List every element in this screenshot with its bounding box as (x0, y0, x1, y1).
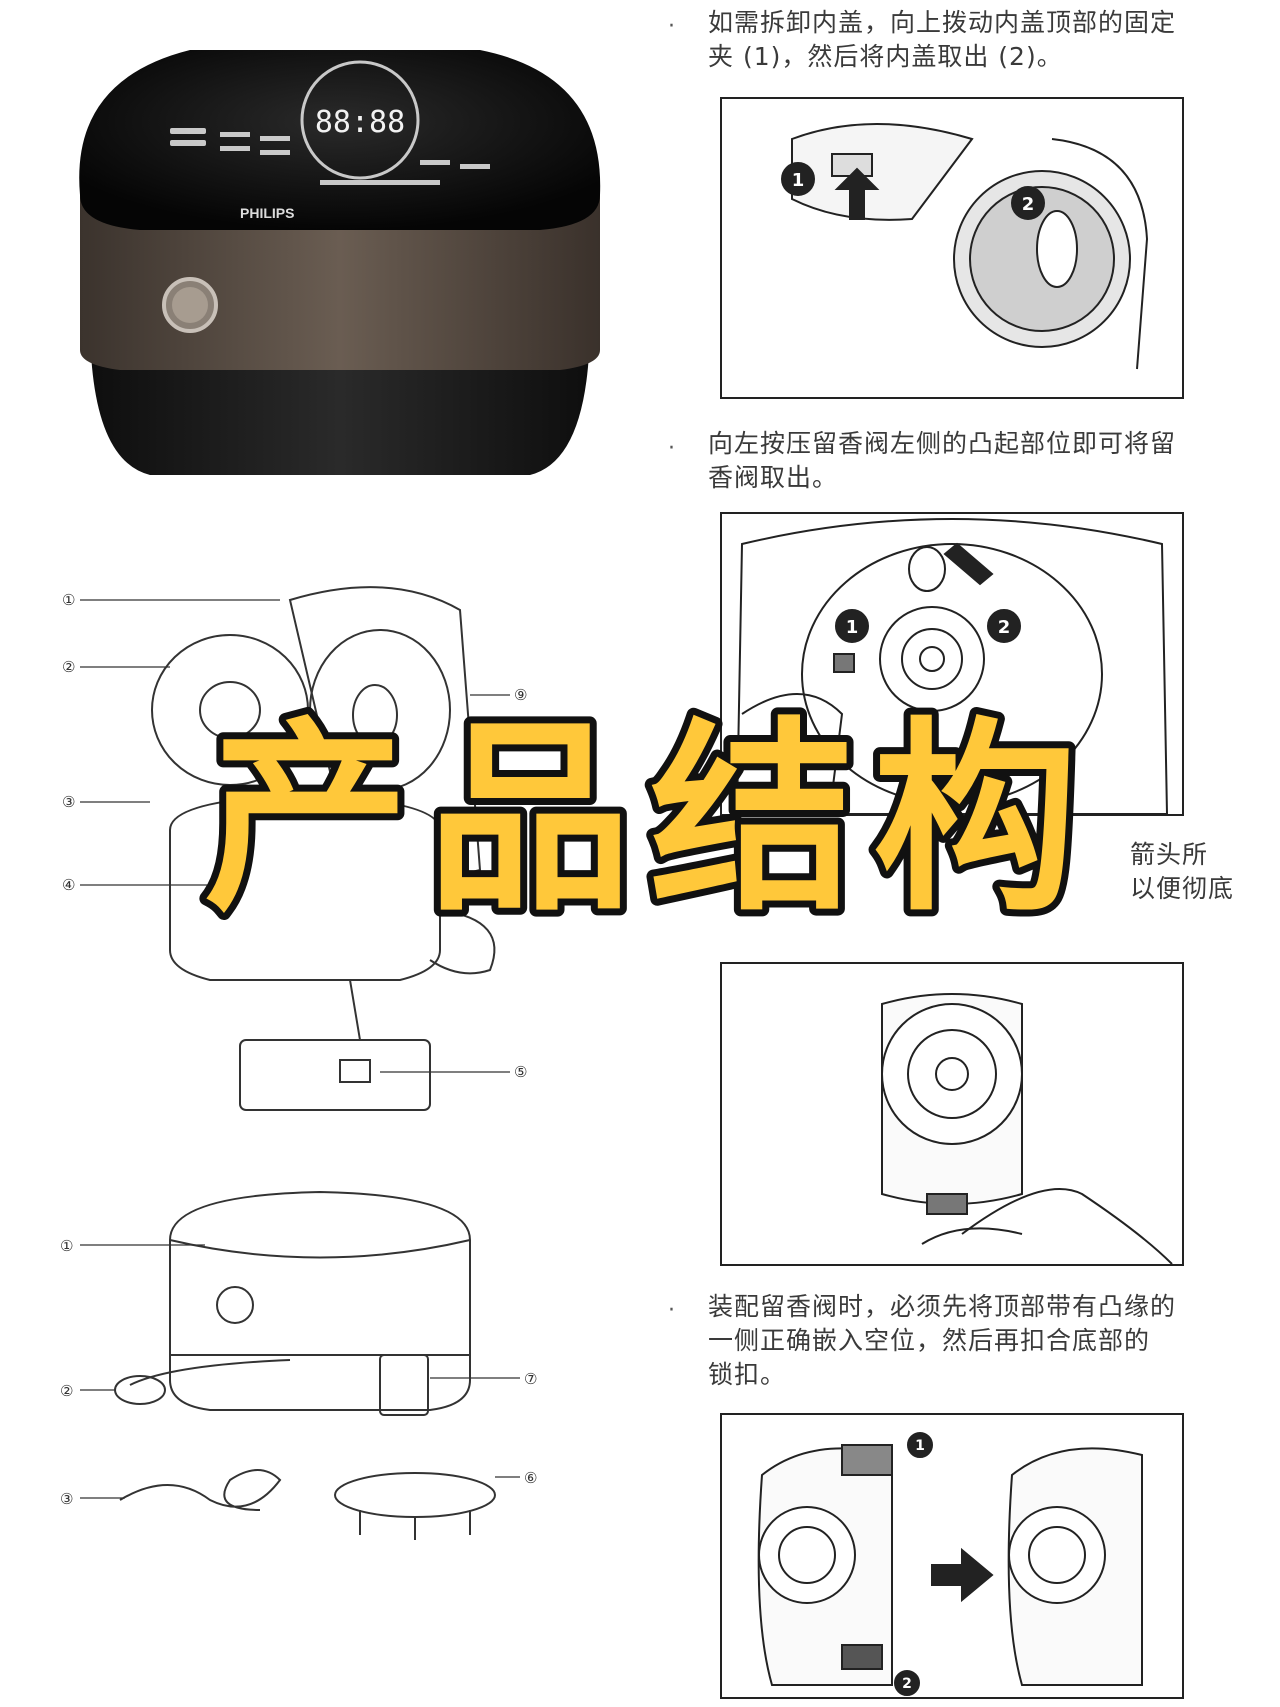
bullet-2: · (668, 436, 675, 461)
acc-callout-6: ⑥ (524, 1469, 537, 1487)
brand-logo: PHILIPS (240, 205, 294, 221)
bullet-1: · (668, 14, 675, 39)
acc-callout-2: ② (60, 1382, 73, 1400)
figure-remove-inner-lid: 1 2 (720, 97, 1184, 399)
instruction-3-line-1: 箭头所 (1130, 840, 1209, 869)
fig2-marker-2: 2 (998, 617, 1011, 638)
figure-assemble-valve: 1 2 (720, 1413, 1184, 1699)
instruction-3: 箭头所 以便彻底 (1130, 838, 1234, 906)
bullet-4: · (668, 1298, 675, 1323)
fig2-marker-1: 1 (846, 617, 859, 638)
overlay-title: 产品结构 (120, 700, 1180, 930)
instruction-4-line-1: 装配留香阀时，必须先将顶部带有凸缘的 (708, 1292, 1177, 1321)
callout-3: ③ (62, 793, 75, 811)
fig4-marker-2: 2 (902, 1676, 912, 1692)
callout-9: ⑨ (514, 686, 527, 704)
instruction-4: 装配留香阀时，必须先将顶部带有凸缘的 一侧正确嵌入空位，然后再扣合底部的 锁扣。 (708, 1290, 1176, 1392)
instruction-2: 向左按压留香阀左侧的凸起部位即可将留 香阀取出。 (708, 427, 1176, 495)
overlay-title-text: 产品结构 (204, 701, 1096, 930)
instruction-2-line-1: 向左按压留香阀左侧的凸起部位即可将留 (708, 429, 1177, 458)
callout-2: ② (62, 658, 75, 676)
figure-clean-valve (720, 962, 1184, 1266)
instruction-3-line-2: 以便彻底 (1130, 874, 1235, 903)
fig4-marker-1: 1 (915, 1438, 925, 1454)
callout-5: ⑤ (514, 1063, 527, 1081)
instruction-1: 如需拆卸内盖，向上拨动内盖顶部的固定 夹 (1)，然后将内盖取出 (2)。 (708, 6, 1176, 74)
exploded-diagram: ① ② ③ ④ ⑤ ⑨ (40, 570, 600, 1120)
fig1-marker-2: 2 (1022, 194, 1035, 215)
product-photo: 88:88 PHILIPS (60, 20, 620, 530)
callout-4: ④ (62, 876, 75, 894)
instruction-4-line-3: 锁扣。 (708, 1360, 787, 1389)
display-digits: 88:88 (315, 105, 405, 140)
instruction-2-line-2: 香阀取出。 (708, 463, 839, 492)
instruction-1-line-1: 如需拆卸内盖，向上拨动内盖顶部的固定 (708, 8, 1177, 37)
instruction-1-line-2: 夹 (1)，然后将内盖取出 (2)。 (708, 42, 1063, 71)
instruction-4-line-2: 一侧正确嵌入空位，然后再扣合底部的 (708, 1326, 1151, 1355)
callout-1: ① (62, 591, 75, 609)
fig1-marker-1: 1 (792, 170, 805, 191)
acc-callout-3: ③ (60, 1490, 73, 1508)
accessories-diagram: ① ② ③ ⑥ ⑦ (40, 1180, 600, 1680)
acc-callout-1: ① (60, 1237, 73, 1255)
figure-remove-valve: 1 2 (720, 512, 1184, 816)
acc-callout-7: ⑦ (524, 1370, 537, 1388)
